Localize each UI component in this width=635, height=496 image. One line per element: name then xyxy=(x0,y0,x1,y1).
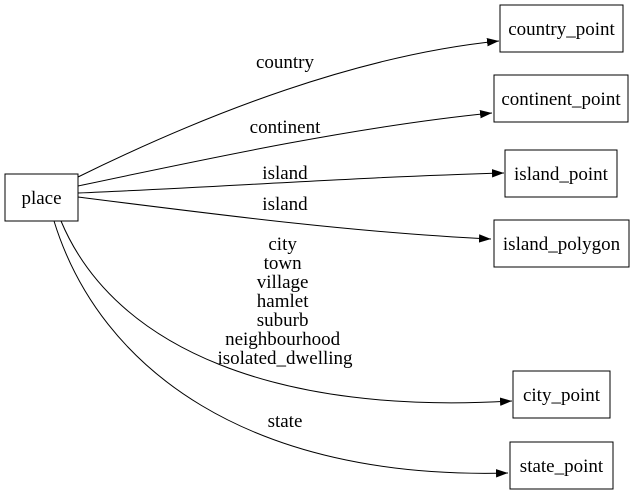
node-state-point: state_point xyxy=(509,441,614,490)
node-island-point-box xyxy=(504,149,618,198)
node-place: place xyxy=(4,173,79,222)
edge-label-island-polygon: island xyxy=(262,194,308,215)
node-place-label: place xyxy=(21,188,61,209)
node-city-point: city_point xyxy=(512,370,611,419)
edge-label-country: country xyxy=(256,52,315,73)
edge-label-continent: continent xyxy=(250,117,321,138)
nodes-group: place country_point continent_point isla… xyxy=(4,4,630,490)
edge-label-line-neighbourhood: neighbourhood xyxy=(225,329,341,350)
node-city-point-label: city_point xyxy=(523,385,601,406)
node-country-point-box xyxy=(499,4,624,53)
node-continent-point-label: continent_point xyxy=(501,89,621,110)
node-country-point: country_point xyxy=(499,4,624,53)
node-state-point-box xyxy=(509,441,614,490)
node-island-polygon: island_polygon xyxy=(493,219,630,268)
edge-place-city_point xyxy=(60,220,513,406)
edge-place-continent_point xyxy=(77,109,493,187)
edge-place-state_point xyxy=(53,220,509,478)
node-place-box xyxy=(4,173,79,222)
edge-label-island-point: island xyxy=(262,163,308,184)
node-island-point: island_point xyxy=(504,149,618,198)
edge-label-line-suburb: suburb xyxy=(257,310,309,331)
node-city-point-box xyxy=(512,370,611,419)
edge-labels-group: country continent island island city tow… xyxy=(217,52,353,432)
node-island-point-label: island_point xyxy=(514,164,609,185)
edge-label-city-group: city town village hamlet suburb neighbou… xyxy=(217,234,353,369)
edge-place-country_point xyxy=(77,38,500,178)
edge-label-line-city: city xyxy=(268,234,297,255)
edge-label-state: state xyxy=(268,411,303,432)
edges-group xyxy=(53,38,513,478)
edge-label-line-hamlet: hamlet xyxy=(257,291,309,312)
node-continent-point-box xyxy=(493,74,629,123)
edge-place-island_point xyxy=(77,169,505,194)
node-continent-point: continent_point xyxy=(493,74,629,123)
node-country-point-label: country_point xyxy=(508,19,615,40)
edge-place-island_polygon xyxy=(77,196,492,243)
node-island-polygon-label: island_polygon xyxy=(503,234,621,255)
edge-label-line-isolated-dwelling: isolated_dwelling xyxy=(217,348,353,369)
node-island-polygon-box xyxy=(493,219,630,268)
node-state-point-label: state_point xyxy=(520,456,604,477)
edge-label-line-town: town xyxy=(264,253,303,274)
edge-label-line-village: village xyxy=(257,272,309,293)
